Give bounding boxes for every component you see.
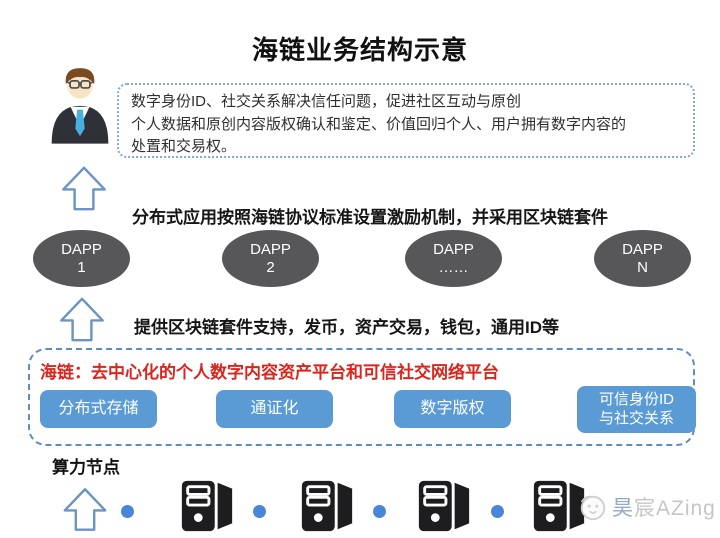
dapp-name: DAPP	[61, 240, 102, 258]
intro-line: 个人数据和原创内容版权确认和鉴定、价值回归个人、用户拥有数字内容的	[131, 115, 627, 133]
dapp-name: DAPP	[622, 240, 663, 258]
intro-line: 数字身份ID、社交关系解决信任问题，促进社区互动与原创	[131, 93, 522, 110]
node-dot	[491, 505, 504, 518]
businessman-icon	[46, 64, 114, 149]
compute-nodes-label: 算力节点	[52, 458, 120, 477]
dapp-sub: 1	[77, 258, 86, 276]
dapp-sub: 2	[266, 258, 275, 276]
watermark-brand-rest: 宸AZing	[634, 497, 716, 520]
module-trusted-identity: 可信身份ID 与社交关系	[577, 386, 696, 433]
server-icon	[413, 477, 475, 538]
dapp-name: DAPP	[433, 240, 474, 258]
up-arrow-icon	[60, 165, 108, 212]
server-icon	[176, 477, 238, 538]
module-tokenization: 通证化	[216, 390, 333, 428]
dapp-node-n: DAPP N	[594, 230, 691, 287]
up-arrow-icon	[58, 296, 106, 343]
page-title: 海链业务结构示意	[251, 35, 468, 65]
dapp-node-ellipsis: DAPP ……	[405, 230, 502, 287]
module-distributed-storage: 分布式存储	[40, 390, 157, 428]
module-digital-copyright: 数字版权	[394, 390, 511, 428]
watermark-text: 昊宸AZing	[612, 492, 716, 522]
server-icon	[528, 477, 590, 538]
support-label: 提供区块链套件支持，发币，资产交易，钱包，通用ID等	[134, 318, 559, 337]
node-dot	[373, 505, 386, 518]
chick-face-icon	[580, 495, 606, 521]
node-dot	[121, 505, 134, 518]
up-arrow-icon	[62, 486, 108, 533]
incentive-label: 分布式应用按照海链协议标准设置激励机制，并采用区块链套件	[132, 208, 608, 227]
dapp-node-2: DAPP 2	[222, 230, 319, 287]
platform-heading: 海链：去中心化的个人数字内容资产平台和可信社交网络平台	[40, 363, 499, 382]
node-dot	[253, 505, 266, 518]
dapp-sub: ……	[438, 258, 469, 276]
dapp-sub: N	[637, 258, 648, 276]
dapp-node-1: DAPP 1	[33, 230, 130, 287]
watermark-brand-first: 昊	[612, 497, 634, 520]
intro-line: 处置和交易权。	[131, 138, 237, 155]
intro-note-box: 数字身份ID、社交关系解决信任问题，促进社区互动与原创 个人数据和原创内容版权确…	[117, 83, 695, 158]
watermark: 昊宸AZing	[578, 492, 716, 522]
dapp-name: DAPP	[250, 240, 291, 258]
server-icon	[296, 477, 358, 538]
